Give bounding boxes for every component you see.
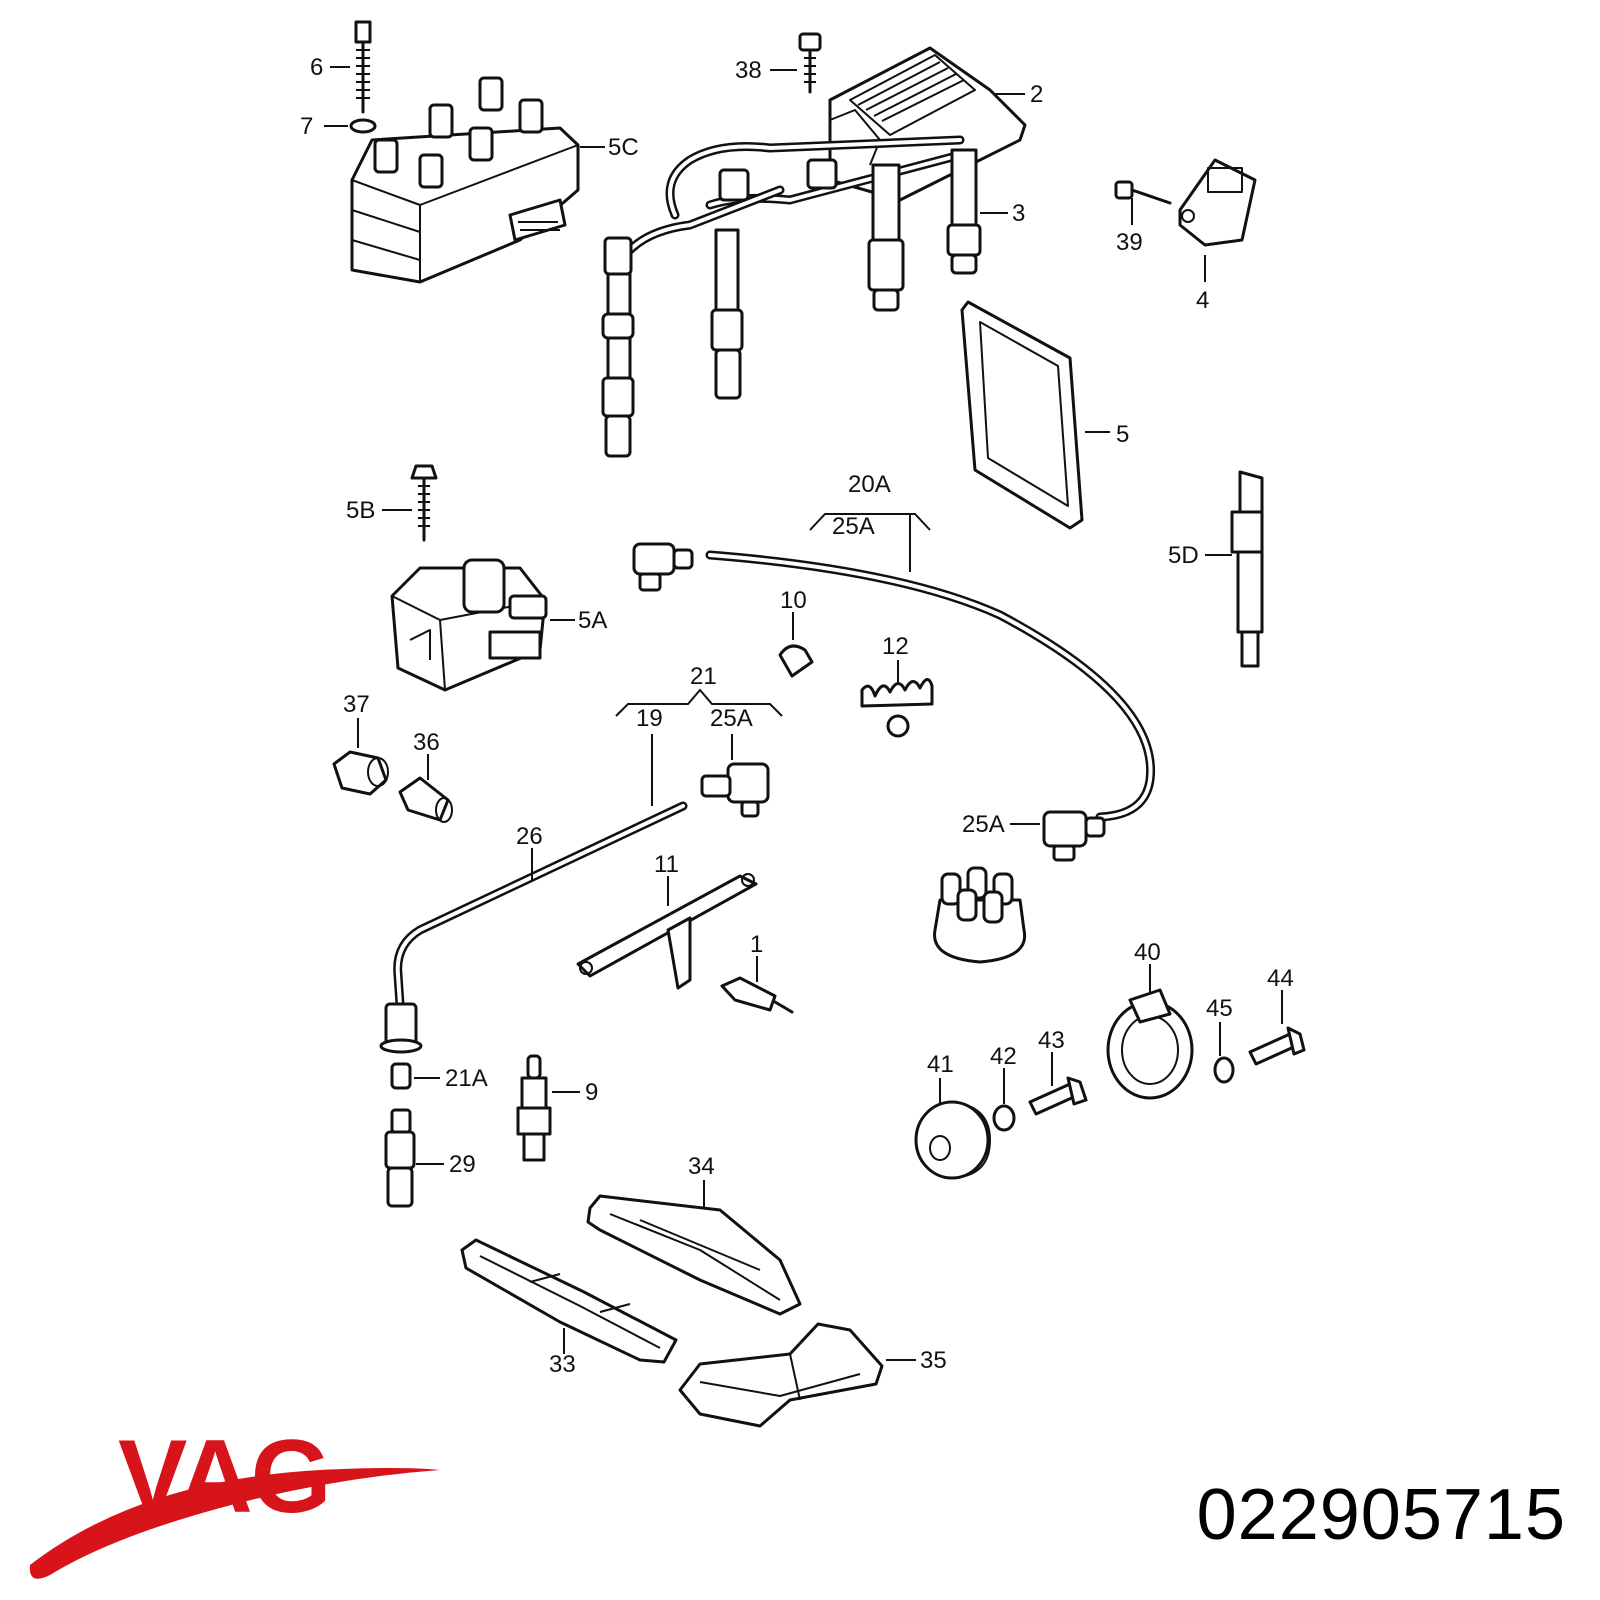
callout-35: 35 <box>920 1347 947 1374</box>
callout-11: 11 <box>654 851 679 878</box>
part-7-washer <box>349 118 377 134</box>
part-4-control-module <box>1178 158 1257 247</box>
callout-40: 40 <box>1134 939 1161 966</box>
part-number: 022905715 <box>1196 1475 1566 1555</box>
callout-5D: 5D <box>1168 542 1199 569</box>
part-34-cover <box>586 1194 802 1316</box>
part-2-ignition-module <box>828 46 1027 202</box>
part-26-cable <box>379 801 688 1054</box>
callout-6: 6 <box>310 54 323 81</box>
part-36-plug <box>398 776 453 823</box>
callout-10: 10 <box>780 587 807 614</box>
callout-25A-right: 25A <box>962 811 1005 838</box>
callout-19: 19 <box>636 705 663 732</box>
part-11-bracket <box>576 873 758 990</box>
part-5C-coil-pack <box>350 76 580 284</box>
callout-7: 7 <box>300 113 313 140</box>
callout-39: 39 <box>1116 229 1143 256</box>
part-3-ignition-wires <box>601 135 982 458</box>
callout-37: 37 <box>343 691 370 718</box>
callout-34: 34 <box>688 1153 715 1180</box>
callout-2: 2 <box>1030 81 1043 108</box>
part-41-pulley <box>914 1100 991 1180</box>
part-35-cover <box>678 1322 884 1428</box>
part-29-connector <box>384 1108 416 1208</box>
vag-logo: VAG <box>118 1419 332 1535</box>
callout-12: 12 <box>882 633 909 660</box>
callout-26: 26 <box>516 823 543 850</box>
callout-4: 4 <box>1196 287 1209 314</box>
callout-41: 41 <box>927 1051 954 1078</box>
callout-36: 36 <box>413 729 440 756</box>
callout-20A: 20A <box>848 471 891 498</box>
distributor-cap <box>933 866 1027 964</box>
part-5A-ignition-coil <box>390 558 548 692</box>
callout-5C: 5C <box>608 134 639 161</box>
part-45-washer <box>1213 1056 1235 1084</box>
callout-5A: 5A <box>578 607 607 634</box>
part-38-bolt <box>798 32 822 94</box>
part-42-washer <box>992 1104 1016 1132</box>
callout-38: 38 <box>735 57 762 84</box>
part-5-gasket <box>960 300 1084 530</box>
part-25A-mid-connector <box>700 762 770 818</box>
part-33-cover <box>460 1238 678 1364</box>
part-43-bolt <box>1028 1076 1088 1116</box>
part-37-cap <box>332 750 389 796</box>
callout-21: 21 <box>690 663 717 690</box>
callout-21A: 21A <box>445 1065 488 1092</box>
callout-44: 44 <box>1267 965 1294 992</box>
callout-25A-mid: 25A <box>710 705 753 732</box>
callout-33: 33 <box>549 1351 576 1378</box>
part-25A-right-connector <box>1042 810 1106 862</box>
part-40-sensor-ring <box>1106 988 1194 1100</box>
callout-43: 43 <box>1038 1027 1065 1054</box>
part-5D-pencil-coil <box>1230 470 1264 668</box>
part-12-wire-holder <box>860 678 934 738</box>
callout-5: 5 <box>1116 421 1129 448</box>
callout-1: 1 <box>750 931 763 958</box>
part-5B-bolt <box>410 464 438 542</box>
vag-logo-swoosh <box>29 1468 440 1579</box>
part-9-spark-plug <box>516 1054 552 1162</box>
part-39-bolt <box>1114 180 1172 205</box>
part-20A-hose <box>632 542 1156 822</box>
callout-3: 3 <box>1012 200 1025 227</box>
part-21A-sleeve <box>390 1062 412 1090</box>
part-10-clip <box>778 644 814 678</box>
callout-42: 42 <box>990 1043 1017 1070</box>
callout-9: 9 <box>585 1079 598 1106</box>
part-44-bolt <box>1248 1026 1306 1066</box>
callout-25A-top: 25A <box>832 513 875 540</box>
part-1-temperature-sensor <box>720 976 794 1014</box>
part-6-bolt <box>354 20 372 114</box>
callout-29: 29 <box>449 1151 476 1178</box>
callout-45: 45 <box>1206 995 1233 1022</box>
callout-5B: 5B <box>346 497 375 524</box>
